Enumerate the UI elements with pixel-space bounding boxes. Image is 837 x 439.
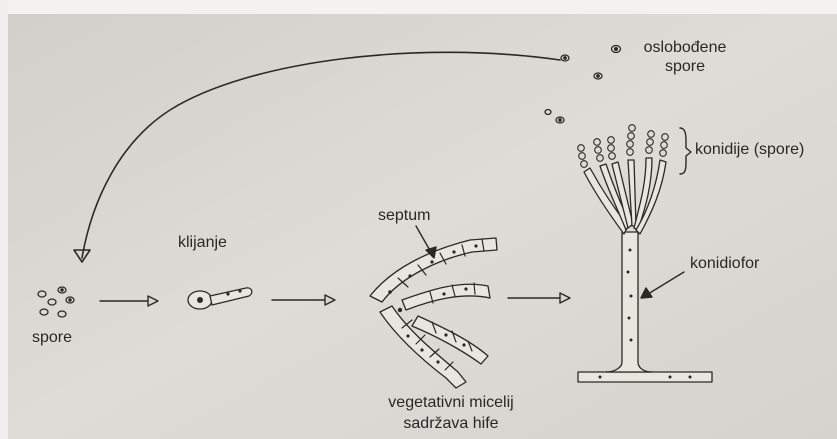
arrow-germination-to-mycelium (272, 295, 335, 305)
arrow-mycelium-to-conidiophore (508, 293, 570, 303)
label-mycelium-line1: vegetativni micelij (376, 393, 526, 412)
label-mycelium-line2: sadržava hife (376, 414, 526, 433)
label-spores: spore (32, 328, 72, 347)
label-conidiophore: konidiofor (690, 254, 759, 273)
conidiophore-pointer (641, 272, 684, 298)
label-septum: septum (378, 206, 430, 225)
septum-pointer (416, 226, 436, 258)
conidia-bracket (680, 128, 691, 174)
return-arc-arrow (82, 52, 560, 258)
released-spores (545, 46, 621, 124)
germinating-spore (188, 288, 252, 309)
arrow-spores-to-germination (100, 296, 158, 306)
label-conidia: konidije (spore) (695, 140, 804, 159)
vegetative-mycelium (370, 238, 497, 388)
label-germination: klijanje (178, 233, 227, 252)
label-released-spores: oslobođene spore (630, 38, 740, 76)
spore-cluster (38, 287, 74, 317)
